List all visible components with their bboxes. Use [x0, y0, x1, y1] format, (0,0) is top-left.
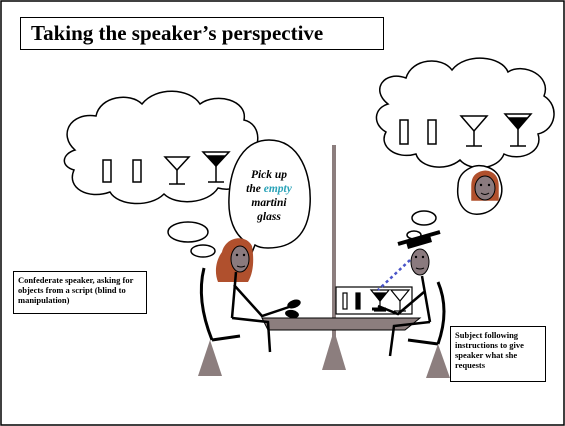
shot-glass-empty-icon: [427, 119, 437, 145]
subject-chair: [436, 281, 446, 345]
martini-glass-full-icon: [369, 289, 391, 312]
divider-post: [322, 145, 346, 370]
martini-glass-empty-icon: [459, 115, 489, 147]
left-cloud-objects: [102, 151, 231, 185]
subject-caption: Subject following instructions to give s…: [450, 326, 546, 382]
gaze-line: [377, 259, 411, 291]
speech-line: martini: [251, 197, 287, 209]
speech-line: glass: [257, 211, 281, 223]
left-thought-cloud: [63, 90, 259, 258]
speaker-caption: Confederate speaker, asking for objects …: [13, 271, 147, 314]
slide-title: Taking the speaker’s perspective: [20, 17, 384, 50]
speaker-figure: [198, 238, 301, 376]
martini-glass-full-icon: [201, 151, 231, 183]
right-cloud-objects: [399, 113, 533, 201]
speech-bubble: [228, 139, 311, 263]
martini-glass-full-icon: [503, 113, 533, 147]
subject-figure: [377, 230, 450, 378]
shot-glass-empty-icon: [399, 119, 409, 145]
speech-emphasis: empty: [263, 183, 292, 195]
right-thought-cloud: [375, 57, 555, 240]
speech-text: Pick up the empty martini glass: [238, 168, 300, 224]
speech-word: the: [246, 183, 264, 195]
speech-line: the empty: [238, 182, 300, 196]
shot-glass-full-icon: [355, 292, 361, 310]
speech-line: Pick up: [250, 169, 288, 181]
shot-glass-empty-icon: [102, 159, 112, 183]
table: [261, 317, 422, 331]
shot-glass-empty-icon: [342, 292, 348, 310]
imagined-speaker-head-icon: [471, 170, 499, 201]
speaker-chair: [199, 267, 214, 341]
martini-glass-empty-icon: [163, 156, 191, 185]
table-objects: [335, 286, 413, 315]
shot-glass-empty-icon: [132, 159, 142, 183]
